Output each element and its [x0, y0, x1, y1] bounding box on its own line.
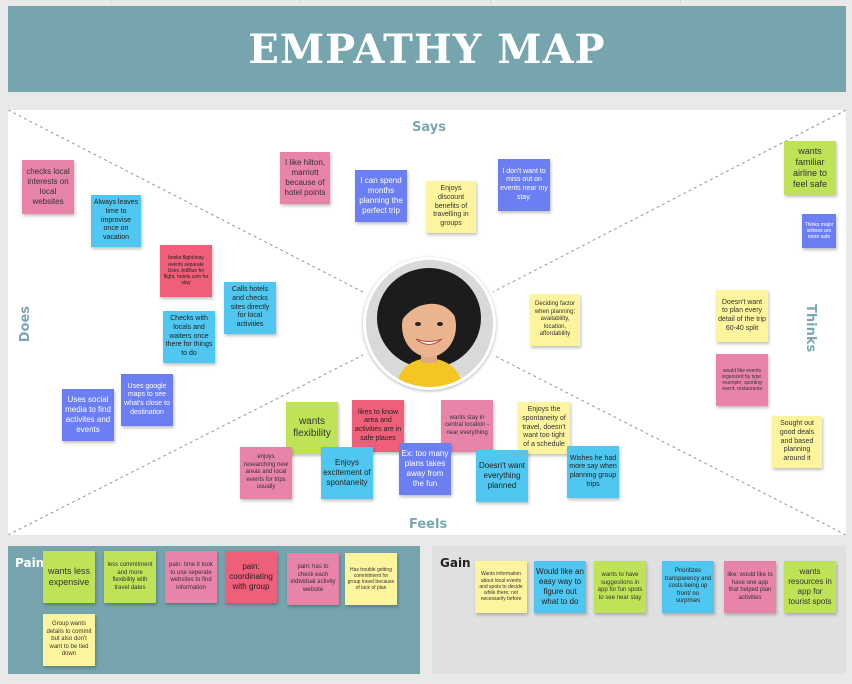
gain-note[interactable]: wants resources in app for tourist spots	[784, 561, 836, 613]
persona-avatar	[363, 257, 496, 390]
pain-note[interactable]: wants less expensive	[43, 551, 95, 603]
sticky-note[interactable]: Ex: too many plans takes away from the f…	[399, 443, 451, 495]
sticky-note[interactable]: I like hilton, marriott because of hotel…	[280, 152, 330, 204]
quadrant-label-says: Says	[412, 120, 446, 135]
pain-note[interactable]: pain: time it took to use seperate websi…	[165, 551, 217, 603]
sticky-note[interactable]: would like events organized by type: exa…	[716, 354, 768, 406]
pain-note[interactable]: Group wants details to commit but also d…	[43, 614, 95, 666]
quadrant-label-feels: Feels	[409, 517, 448, 532]
sticky-note[interactable]: I can spend months planning the perfect …	[355, 170, 407, 222]
ruler-tick	[680, 0, 681, 4]
ruler-tick	[490, 0, 491, 4]
sticky-note[interactable]: likes to know area and activities are in…	[352, 400, 404, 452]
sticky-note[interactable]: enjoys researching new areas and local e…	[240, 447, 292, 499]
gain-note[interactable]: Prioritizes transparency and costs being…	[662, 561, 714, 613]
sticky-note[interactable]: wants flexibility	[286, 402, 338, 454]
sticky-note[interactable]: Checks with locals and waiters once ther…	[163, 311, 215, 363]
gain-note[interactable]: Wants information about local events and…	[475, 561, 527, 613]
sticky-note[interactable]: books flight/stay events separate Uses J…	[160, 245, 212, 297]
sticky-note[interactable]: Calls hotels and checks sites directly f…	[224, 282, 276, 334]
header-banner: EMPATHY MAP	[8, 6, 846, 92]
sticky-note[interactable]: Uses google maps to see what's close to …	[121, 374, 173, 426]
quadrant-dividers	[8, 110, 846, 535]
sticky-note[interactable]: wants familiar airline to feel safe	[784, 141, 836, 195]
gain-note[interactable]: like: would like to have one app that he…	[724, 561, 776, 613]
sticky-note[interactable]: Sought out good deals and based planning…	[772, 416, 822, 468]
page-title: EMPATHY MAP	[248, 25, 606, 73]
sticky-note[interactable]: Always leaves time to improvise once on …	[91, 195, 141, 247]
gain-label: Gain	[440, 556, 471, 570]
sticky-note[interactable]: Doesn't want to plan every detail of the…	[716, 290, 768, 342]
sticky-note[interactable]: Enjoys the spontaneity of travel, doesn'…	[518, 402, 570, 454]
pain-note[interactable]: pain: coordinating with group	[225, 551, 277, 603]
woman-portrait-icon	[366, 260, 493, 387]
pain-note[interactable]: pain: has to check each individual activ…	[287, 553, 339, 605]
pain-label: Pain	[15, 556, 45, 570]
pain-note[interactable]: less commitment and more flexibility wit…	[104, 551, 156, 603]
gain-note[interactable]: Would like an easy way to figure out wha…	[534, 561, 586, 613]
sticky-note[interactable]: Enjoys discount benefits of travelling i…	[426, 181, 476, 233]
pain-note[interactable]: Has trouble getting commitment for group…	[345, 553, 397, 605]
gain-note[interactable]: wants to have suggestions in app for fun…	[594, 561, 646, 613]
sticky-note[interactable]: Thinks major airlines are more safe	[802, 214, 836, 248]
ruler-tick	[300, 0, 301, 4]
quadrant-label-does: Does	[18, 306, 33, 343]
sticky-note[interactable]: Enjoys excitement of spontaneity	[321, 447, 373, 499]
ruler-tick	[110, 0, 111, 4]
sticky-note[interactable]: Wishes he had more say when planning gro…	[567, 446, 619, 498]
sticky-note[interactable]: Uses social media to find activites and …	[62, 389, 114, 441]
sticky-note[interactable]: checks local interests on local websites	[22, 160, 74, 214]
sticky-note[interactable]: Doesn't want everything planned	[476, 450, 528, 502]
quadrant-label-thinks: Thinks	[803, 304, 818, 353]
sticky-note[interactable]: I don't want to miss out on events near …	[498, 159, 550, 211]
sticky-note[interactable]: Deciding factor when planning; availabil…	[530, 294, 580, 346]
